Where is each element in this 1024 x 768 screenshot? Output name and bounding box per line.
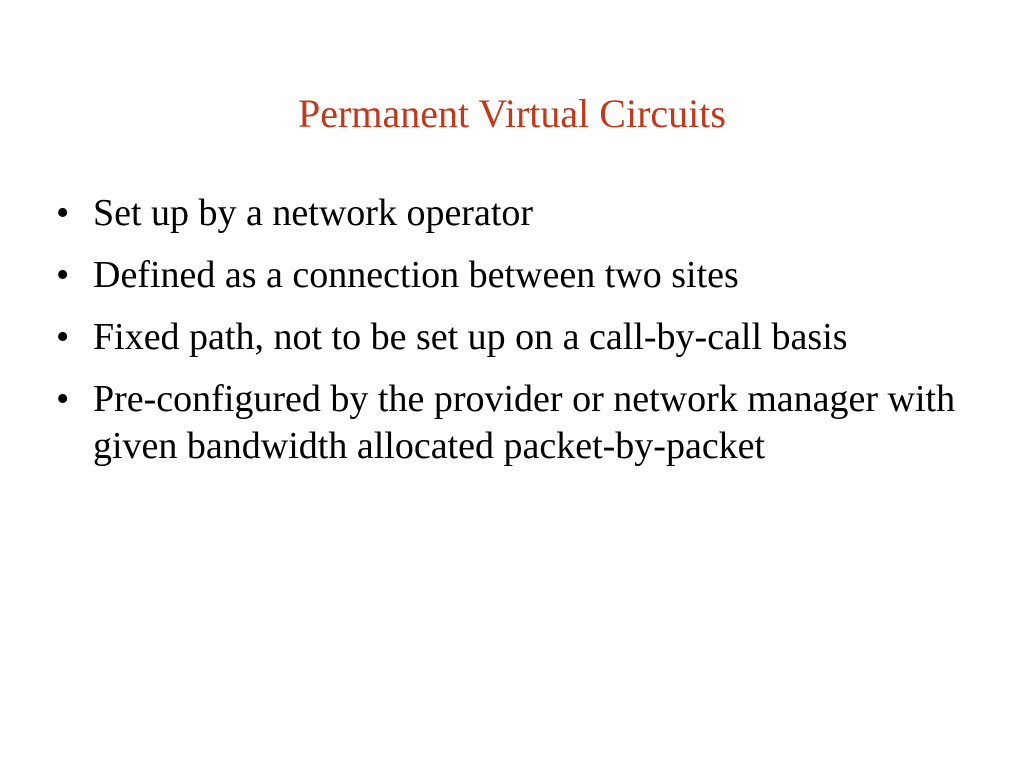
slide-title: Permanent Virtual Circuits [298, 91, 726, 136]
bullet-item: • Fixed path, not to be set up on a call… [56, 314, 956, 361]
bullet-dot-icon: • [56, 254, 70, 296]
bullet-text: Set up by a network operator [93, 192, 534, 234]
bullet-item: • Defined as a connection between two si… [56, 252, 956, 299]
bullet-dot-icon: • [56, 316, 70, 358]
bullet-dot-icon: • [56, 192, 70, 234]
bullet-item: • Set up by a network operator [56, 190, 956, 237]
bullet-list: • Set up by a network operator • Defined… [56, 190, 956, 485]
bullet-text: Fixed path, not to be set up on a call-b… [93, 316, 848, 358]
bullet-text: Defined as a connection between two site… [93, 254, 739, 296]
bullet-text: Pre-configured by the provider or networ… [93, 378, 956, 467]
bullet-item: • Pre-configured by the provider or netw… [56, 376, 956, 470]
bullet-dot-icon: • [56, 378, 70, 420]
